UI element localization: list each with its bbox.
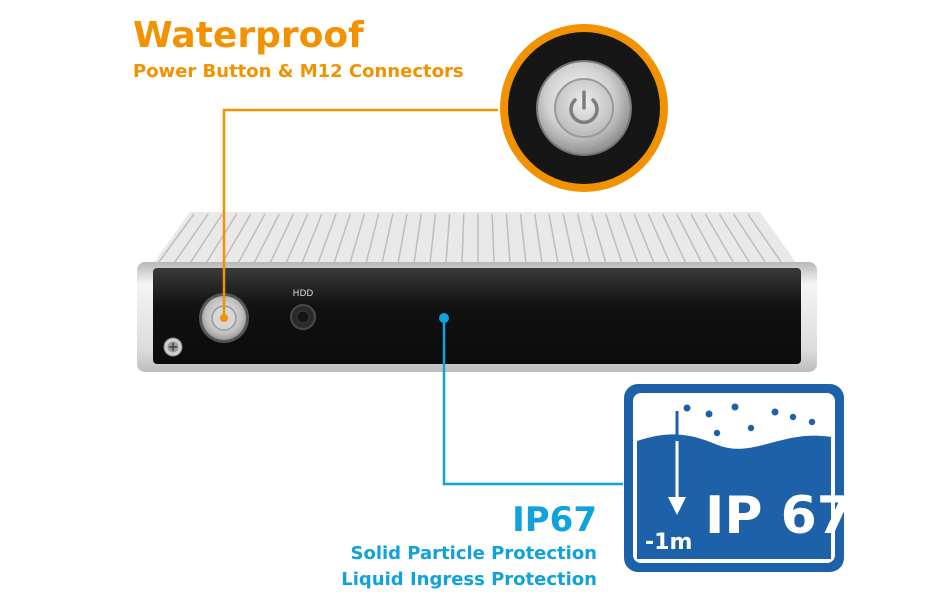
ip67-badge: -1m IP 67 xyxy=(624,384,845,572)
front-panel xyxy=(153,268,801,364)
badge-rating: IP 67 xyxy=(705,486,845,546)
hdd-label: HDD xyxy=(292,289,314,299)
ip67-line-2: Liquid Ingress Protection xyxy=(341,569,597,590)
arrow-down-icon xyxy=(668,411,686,515)
waterproof-subtitle: Power Button & M12 Connectors xyxy=(133,61,464,82)
badge-depth: -1m xyxy=(645,530,692,555)
screw-icon xyxy=(163,337,183,357)
waterproof-title: Waterproof xyxy=(133,15,364,56)
ip67-line-1: Solid Particle Protection xyxy=(350,543,597,564)
power-button-zoom xyxy=(500,24,668,192)
ip67-title: IP67 xyxy=(512,500,597,540)
power-button[interactable] xyxy=(198,292,250,344)
hdd-led-icon xyxy=(290,304,316,330)
heatsink-fins xyxy=(150,212,800,268)
power-icon xyxy=(569,90,599,125)
